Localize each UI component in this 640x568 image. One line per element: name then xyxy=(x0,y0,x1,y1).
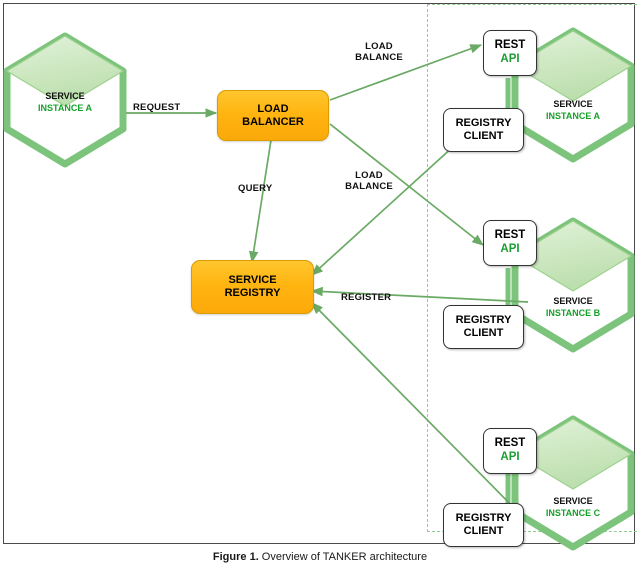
rest-api-line1: REST xyxy=(494,229,526,242)
cube-label-line2: INSTANCE B xyxy=(545,308,601,319)
cube-label-service-instance-a: SERVICE INSTANCE A xyxy=(528,98,618,122)
arrow-register-a xyxy=(311,144,456,276)
cube-label-line1: SERVICE xyxy=(553,99,593,109)
registry-client-box-instance-c[interactable]: REGISTRY CLIENT xyxy=(443,503,524,547)
registry-client-box-instance-b[interactable]: REGISTRY CLIENT xyxy=(443,305,524,349)
arrow-load-balance-a xyxy=(329,44,483,101)
figure-caption-label: Figure 1. xyxy=(212,551,259,563)
arrow-load-balance-b xyxy=(329,123,484,246)
registry-client-line2: CLIENT xyxy=(463,130,504,142)
edge-label-query: QUERY xyxy=(238,183,273,194)
edge-label-load-balance-top: LOAD BALANCE xyxy=(348,41,410,64)
registry-client-line2: CLIENT xyxy=(463,327,504,339)
edge-label-register: REGISTER xyxy=(341,292,392,303)
figure-caption: Figure 1. Overview of TANKER architectur… xyxy=(0,551,640,563)
registry-client-line1: REGISTRY xyxy=(455,511,512,524)
cube-label-line2: INSTANCE C xyxy=(545,508,601,519)
cube-label-line1: SERVICE xyxy=(553,496,593,506)
arrow-query xyxy=(248,139,272,264)
load-balancer-line2: BALANCER xyxy=(242,115,304,128)
cube-label-service-instance-a-left: SERVICE INSTANCE A xyxy=(20,90,110,114)
load-balancer-node[interactable]: LOAD BALANCER xyxy=(217,90,329,141)
edge-label-line1: LOAD xyxy=(365,41,393,52)
cube-label-line1: SERVICE xyxy=(553,296,593,306)
edge-label-line1: LOAD xyxy=(355,170,383,181)
cube-label-line2: INSTANCE A xyxy=(38,103,92,114)
rest-api-line1: REST xyxy=(494,437,526,450)
figure-caption-text: Overview of TANKER architecture xyxy=(258,551,428,563)
rest-api-box-instance-a[interactable]: REST API xyxy=(483,30,537,76)
cube-label-line2: INSTANCE A xyxy=(546,111,600,122)
rest-api-box-instance-c[interactable]: REST API xyxy=(483,428,537,474)
service-registry-node[interactable]: SERVICE REGISTRY xyxy=(191,260,314,314)
cube-label-service-instance-c: SERVICE INSTANCE C xyxy=(528,495,618,519)
arrow-register-c xyxy=(311,302,523,517)
service-registry-line1: SERVICE xyxy=(228,274,277,287)
registry-client-box-instance-a[interactable]: REGISTRY CLIENT xyxy=(443,108,524,152)
edge-label-line2: BALANCE xyxy=(355,52,403,64)
registry-client-line1: REGISTRY xyxy=(455,116,512,129)
load-balancer-line1: LOAD xyxy=(257,102,289,115)
rest-api-line2: API xyxy=(500,243,520,255)
cube-service-instance-b xyxy=(511,217,635,353)
rest-api-box-instance-b[interactable]: REST API xyxy=(483,220,537,266)
arrow-register-b xyxy=(310,286,529,303)
edge-label-load-balance-mid: LOAD BALANCE xyxy=(338,170,400,193)
registry-client-line1: REGISTRY xyxy=(455,313,512,326)
cube-label-line1: SERVICE xyxy=(45,91,85,101)
registry-client-line2: CLIENT xyxy=(463,525,504,537)
rest-api-line2: API xyxy=(500,451,520,463)
cube-service-instance-c xyxy=(511,415,635,551)
service-instances-boundary xyxy=(427,4,637,532)
cube-label-service-instance-b: SERVICE INSTANCE B xyxy=(528,295,618,319)
rest-api-line1: REST xyxy=(494,39,526,52)
cube-service-instance-a-left xyxy=(3,32,127,168)
service-registry-line2: REGISTRY xyxy=(224,287,281,299)
cube-service-instance-a xyxy=(511,27,635,163)
edge-label-line2: BALANCE xyxy=(345,181,393,193)
edge-label-request: REQUEST xyxy=(133,102,181,113)
rest-api-line2: API xyxy=(500,53,520,65)
